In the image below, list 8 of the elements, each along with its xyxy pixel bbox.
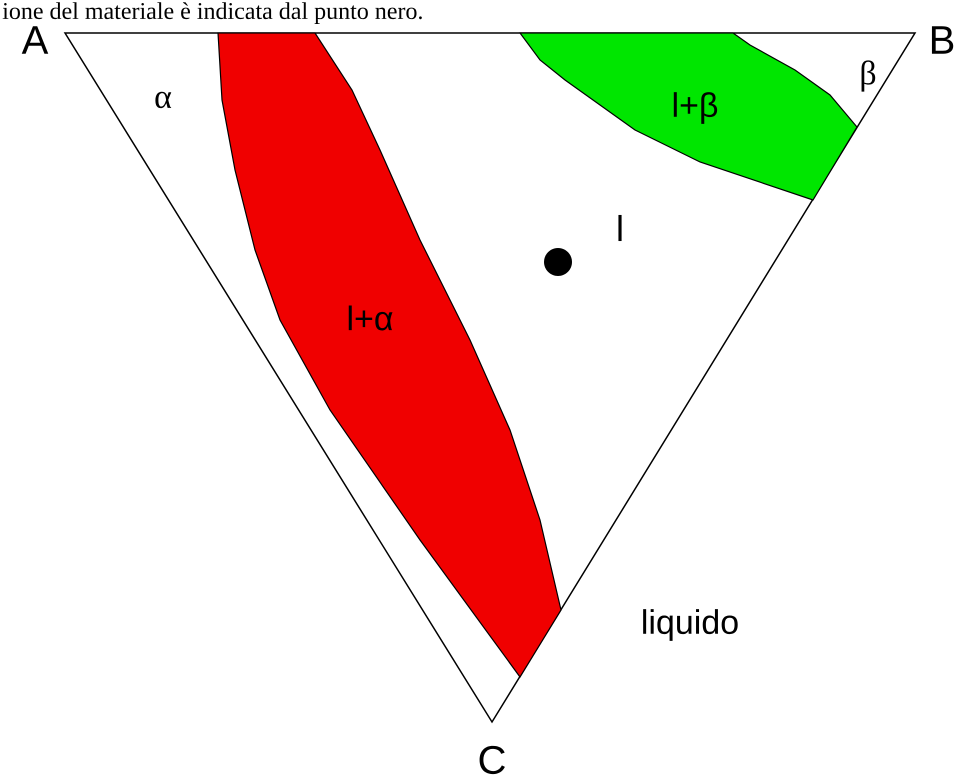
vertex-label: A [22,26,48,54]
vertex-label: C [480,746,505,774]
phase-label: α [155,92,172,108]
vertex-label: B [932,26,954,54]
caption-text: ione del materiale è indicata dal punto nero. [2,2,422,24]
phase-region: l+α [217,32,562,678]
phase-label: l [618,214,622,242]
region-label: liquido [643,609,738,641]
